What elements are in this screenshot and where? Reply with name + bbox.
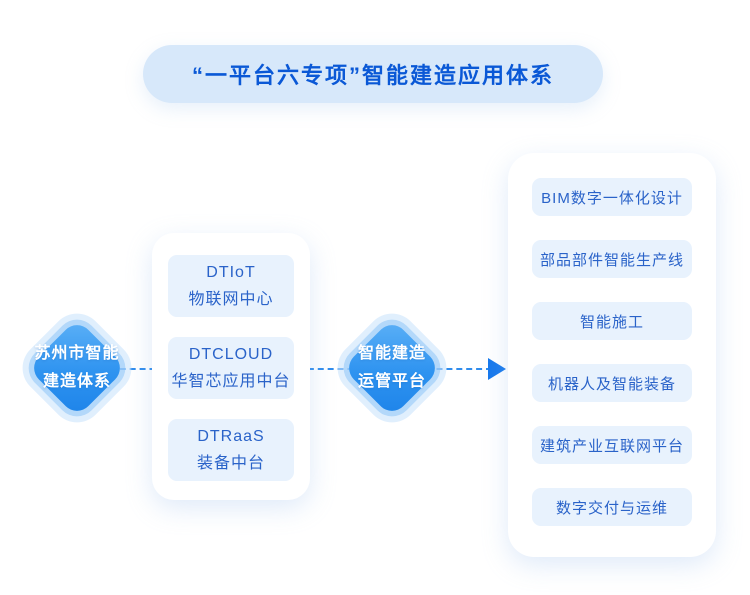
application-item-label: 部品部件智能生产线: [539, 251, 684, 269]
platform-box-dtiot: DTIoT 物联网中心: [168, 255, 294, 317]
platform-box-dtcloud: DTCLOUD 华智芯应用中台: [168, 337, 294, 399]
application-item-industry-internet-platform: 建筑产业互联网平台: [532, 426, 692, 464]
platform-box-title: DTCLOUD: [188, 346, 274, 363]
platform-box-dtraas: DTRaaS 装备中台: [168, 419, 294, 481]
node-intelligent-construction-operations-platform: 智能建造 运管平台: [326, 302, 458, 434]
node-label-line2: 建造体系: [42, 373, 111, 390]
node-suzhou-intelligent-construction-system: 苏州市智能 建造体系: [11, 302, 143, 434]
application-item-label: BIM数字一体化设计: [541, 189, 683, 207]
platform-box-title: DTIoT: [206, 264, 256, 281]
arrow-right-icon: [488, 358, 506, 380]
application-item-label: 智能施工: [579, 313, 644, 331]
applications-card: BIM数字一体化设计 部品部件智能生产线 智能施工 机器人及智能装备 建筑产业互…: [508, 153, 716, 557]
node-label: 智能建造 运管平台: [342, 318, 442, 418]
application-item-digital-delivery-om: 数字交付与运维: [532, 488, 692, 526]
application-item-intelligent-construction: 智能施工: [532, 302, 692, 340]
application-item-label: 建筑产业互联网平台: [539, 437, 684, 455]
node-label: 苏州市智能 建造体系: [27, 318, 127, 418]
application-item-label: 数字交付与运维: [555, 499, 668, 517]
node-label-line1: 智能建造: [357, 345, 426, 362]
application-item-smart-production-line: 部品部件智能生产线: [532, 240, 692, 278]
platform-box-subtitle: 装备中台: [196, 455, 265, 472]
title-banner: “一平台六专项”智能建造应用体系: [143, 45, 603, 103]
platform-box-subtitle: 物联网中心: [188, 291, 274, 308]
platform-box-title: DTRaaS: [197, 428, 265, 445]
application-item-robots-equipment: 机器人及智能装备: [532, 364, 692, 402]
node-label-line2: 运管平台: [357, 373, 426, 390]
application-item-label: 机器人及智能装备: [547, 375, 676, 393]
platform-card: DTIoT 物联网中心 DTCLOUD 华智芯应用中台 DTRaaS 装备中台: [152, 233, 310, 500]
node-label-line1: 苏州市智能: [34, 345, 120, 362]
diagram-title: “一平台六专项”智能建造应用体系: [191, 63, 554, 88]
platform-box-subtitle: 华智芯应用中台: [171, 373, 291, 390]
application-item-bim-design: BIM数字一体化设计: [532, 178, 692, 216]
